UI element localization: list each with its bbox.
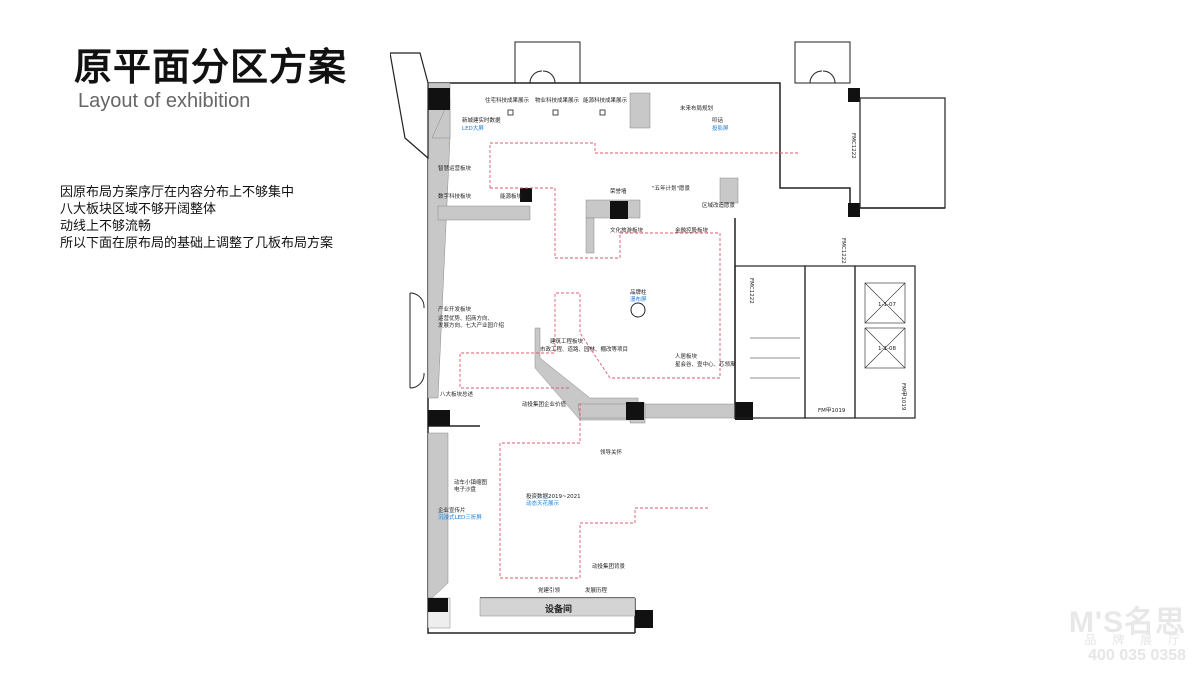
label-jinrong: 金融控股板块 (675, 226, 709, 234)
label-led-big: LED大屏 (462, 124, 484, 132)
brand-logo-text: M'S名思 (1068, 606, 1186, 639)
label-rongyu: 荣誉墙 (610, 187, 627, 195)
label-tuping: 投影屏 (712, 124, 729, 132)
wall-fills (427, 82, 739, 629)
label-pinpai: 品牌柱 (630, 288, 647, 296)
columns (428, 88, 860, 628)
label-renju: 人居板块 (675, 352, 698, 360)
label-tuying: 漫布屏 (630, 295, 647, 303)
label-wunian: "五年计划"愿景 (652, 184, 691, 192)
label-shebei: 设备间 (545, 603, 572, 615)
page-subtitle: Layout of exhibition (78, 90, 251, 112)
description-line: 动线上不够流畅 (60, 219, 152, 234)
top-doors (409, 41, 851, 389)
label-dongtou: 动投集团企业价值 (522, 400, 567, 408)
description-block: 因原布局方案序厅在内容分布上不够集中 八大板块区域不够开阔整体 动线上不够流畅 … (60, 184, 333, 252)
label-nengyuan-show: 能源科技成果展示 (583, 96, 628, 104)
label-chanye: 产业开发板块 (438, 305, 472, 313)
label-fmc3: FMC1222 (840, 238, 846, 264)
label-badakuai: 八大板块总述 (440, 390, 474, 398)
label-jianzhu-sub: 市政工程、道路、园林、棚改等项目 (540, 345, 628, 353)
label-fm-jia2: FM甲1019 (900, 383, 907, 411)
label-chanye-sub2: 发展方向、七大产业园介绍 (438, 321, 505, 329)
label-quyu: 区域改造愿景 (702, 201, 736, 209)
side-rooms (734, 97, 946, 419)
label-xincheng: 新城建实时数据 (462, 116, 501, 124)
label-wenhua: 文化旅游板块 (610, 226, 644, 234)
label-fazhan: 发展历程 (585, 586, 608, 594)
display-markers (507, 109, 606, 116)
label-dongtai: 动态天花展示 (526, 499, 560, 507)
label-mc-a: 1-1-07 (878, 302, 896, 308)
description-line: 八大板块区域不够开阔整体 (60, 202, 217, 217)
label-wuye: 物业科技成果展示 (535, 96, 580, 104)
label-shuzi: 数字科技板块 (438, 192, 472, 200)
description-line: 所以下面在原布局的基础上调整了几板布局方案 (60, 236, 334, 251)
label-touzi: 投资数据2019~2021 (526, 492, 581, 500)
brand-tagline: 品 牌 展 厅 (1084, 633, 1186, 647)
label-renju-sub: 星会谷、壹中心、芯领寓 (675, 360, 736, 368)
description-line: 因原布局方案序厅在内容分布上不够集中 (60, 185, 295, 200)
visitor-flow (459, 142, 800, 579)
floor-plan: 住宅科技成果展示 物业科技成果展示 能源科技成果展示 未来布局规划 新城建实时数… (390, 41, 946, 634)
label-zhuzhai: 住宅科技成果展示 (485, 96, 530, 104)
label-jianzhu: 建筑工程板块 (550, 337, 584, 345)
label-fmc1: FMC1222 (748, 278, 754, 304)
page-title: 原平面分区方案 (74, 45, 348, 89)
brand-pillar-circle (630, 302, 646, 318)
label-qiye: 企业宣传片 (438, 506, 466, 514)
label-led-ring: 沉浸式LED三折屏 (438, 513, 482, 521)
label-weilai: 未来布局规划 (680, 104, 713, 112)
label-fm-jia: FM甲1019 (818, 407, 846, 414)
entrance-vestibule (390, 52, 429, 160)
brand-phone: 400 035 0358 (1088, 647, 1186, 664)
label-lingdao: 领导关怀 (600, 448, 623, 456)
label-zhihui: 智慧运营板块 (438, 164, 472, 172)
label-qiaoshuo: 叩话 (712, 116, 724, 124)
label-mc-b: 1-1-08 (878, 346, 896, 352)
label-dongtoujt: 动投集团背景 (592, 562, 626, 570)
label-chanye-sub1: 运营优势、招商方向、 (438, 314, 493, 322)
label-fmc2: FMC1222 (850, 133, 856, 159)
label-dianzi: 电子沙盘 (454, 485, 477, 493)
label-nengyuan-block: 能源板块 (500, 192, 523, 200)
label-dongche: 动车小镇缩图 (454, 478, 488, 486)
brand-watermark: M'S名思 品 牌 展 厅 400 035 0358 (1054, 597, 1194, 667)
label-dangjian: 党建引领 (538, 586, 561, 594)
